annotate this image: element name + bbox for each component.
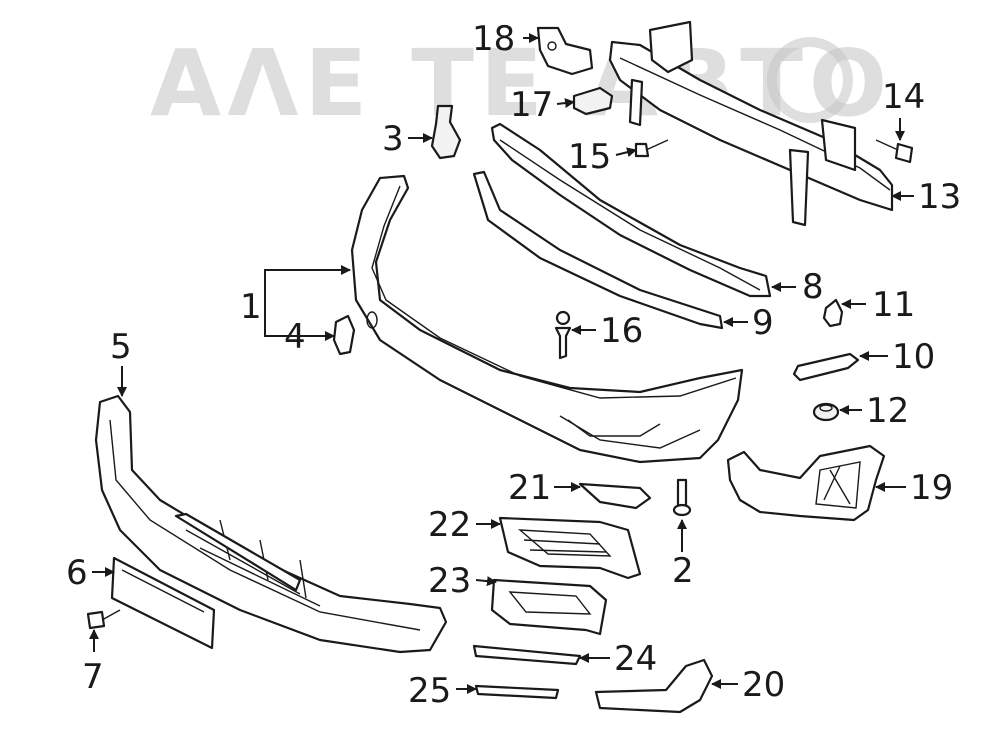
part-8-absorber [490, 122, 772, 298]
part-5-lower-grille [94, 394, 448, 654]
part-10-molding [792, 352, 860, 382]
callout-2: 2 [672, 551, 694, 591]
part-23-grille [490, 578, 608, 636]
callout-16: 16 [600, 311, 643, 351]
part-18-bracket [536, 26, 594, 76]
part-13-reinforcement-bar [608, 20, 894, 227]
callout-17: 17 [510, 85, 553, 125]
callout-6: 6 [66, 553, 88, 593]
part-22-grille [498, 516, 642, 580]
leader-15 [615, 147, 637, 158]
part-3-cap [430, 104, 462, 160]
callout-21: 21 [508, 468, 551, 508]
part-11-grommet [822, 298, 844, 328]
callout-25: 25 [408, 671, 451, 711]
part-20-molding [594, 658, 714, 714]
leader-1 [264, 265, 351, 308]
part-25-strip [474, 684, 560, 700]
callout-20: 20 [742, 665, 785, 705]
part-2-bolt [672, 478, 692, 517]
leader-17 [556, 98, 575, 109]
callout-18: 18 [472, 19, 515, 59]
callout-labels: 18 17 3 15 14 13 8 9 1 4 16 11 10 12 19 … [66, 19, 961, 711]
part-14-bolt [875, 139, 914, 164]
leader-4 [264, 308, 335, 341]
callout-12: 12 [866, 391, 909, 431]
part-19-bracket [726, 444, 886, 522]
callout-14: 14 [882, 77, 925, 117]
leader-lines [89, 33, 914, 694]
callout-7: 7 [82, 657, 104, 697]
callout-3: 3 [382, 119, 404, 159]
callout-24: 24 [614, 639, 657, 679]
part-1-bumper-cover [350, 174, 744, 464]
callout-1: 1 [240, 287, 262, 327]
callout-22: 22 [428, 505, 471, 545]
leader-23 [475, 576, 497, 587]
part-6-license-plate-bracket [110, 556, 216, 650]
callout-15: 15 [568, 137, 611, 177]
callout-10: 10 [892, 337, 935, 377]
callout-8: 8 [802, 267, 824, 307]
callout-19: 19 [910, 468, 953, 508]
callout-5: 5 [110, 327, 132, 367]
part-9-strip [472, 170, 724, 330]
part-24-strip [472, 644, 582, 666]
part-7-screw [86, 609, 121, 630]
part-12-nut [812, 402, 840, 422]
part-15-screw [634, 139, 669, 158]
callout-4: 4 [284, 317, 306, 357]
callout-23: 23 [428, 561, 471, 601]
callout-11: 11 [872, 285, 915, 325]
callout-9: 9 [752, 303, 774, 343]
part-21-trim [578, 482, 652, 510]
part-16-push-pin [554, 310, 572, 360]
callout-13: 13 [918, 177, 961, 217]
part-4-clip [332, 314, 356, 356]
